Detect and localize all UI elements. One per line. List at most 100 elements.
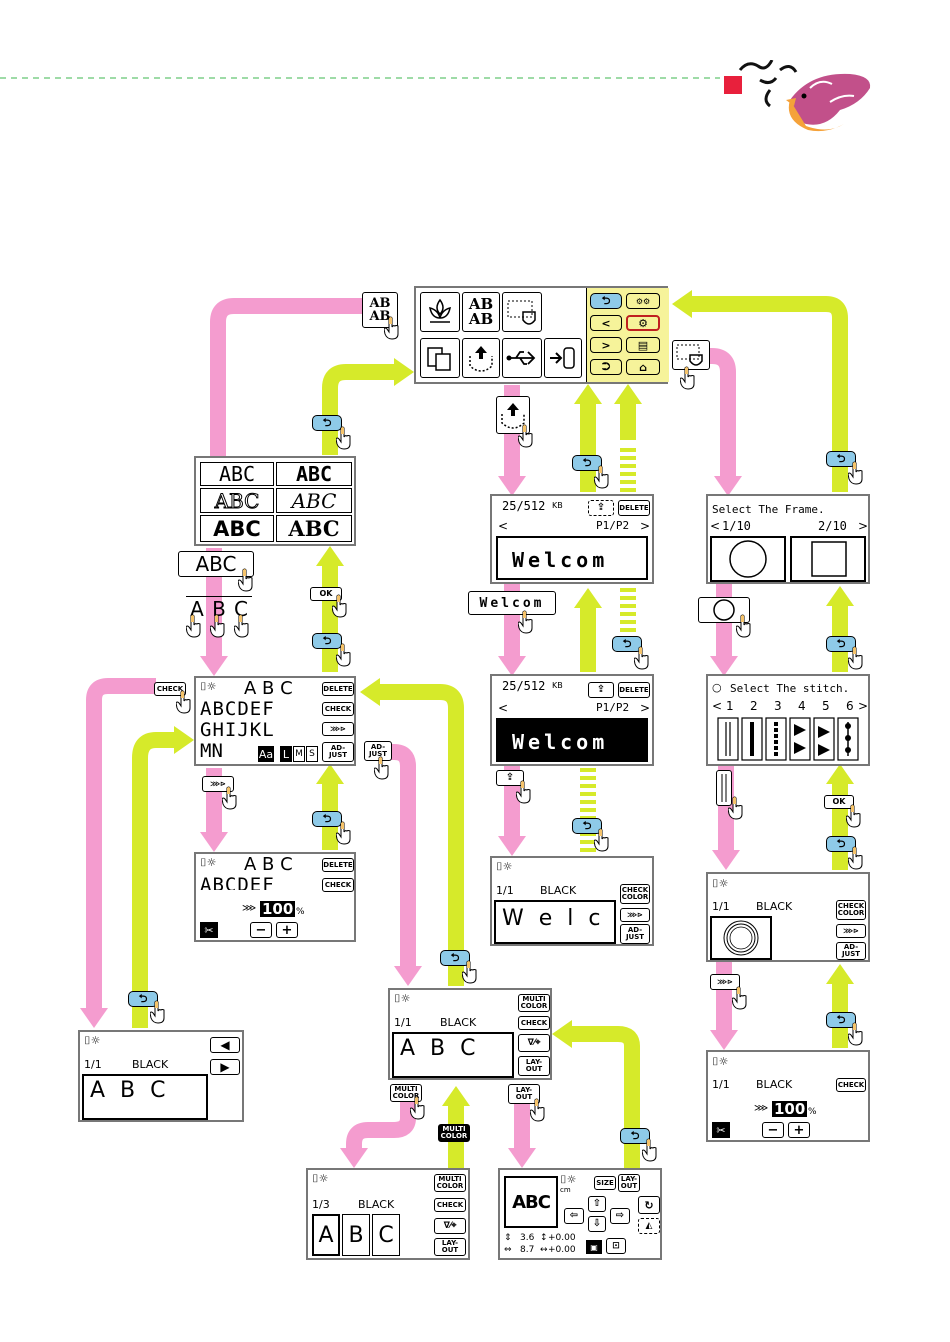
center-icon[interactable]: ⊡ (606, 1238, 626, 1254)
minus-button[interactable]: − (762, 1122, 784, 1138)
case-key[interactable]: Aa (258, 746, 274, 762)
check-color-button[interactable]: CHECK COLOR (620, 884, 650, 904)
previous-page-icon[interactable]: < (590, 315, 622, 331)
adjust-button[interactable]: AD- JUST (836, 942, 866, 960)
machine-settings-icon[interactable]: ⚙ (626, 315, 660, 331)
stitch-key[interactable] (716, 770, 732, 806)
mirror-icon[interactable]: ∇⁄⌖ (434, 1218, 466, 1234)
delete-button[interactable]: DELETE (618, 500, 650, 516)
bobbin-select-icon[interactable] (420, 338, 460, 378)
back-key-entry[interactable]: ⮌ (312, 633, 342, 649)
ok-button-frame[interactable]: OK (824, 795, 854, 809)
font-sample-3[interactable]: ABC (200, 488, 274, 513)
keyboard-row-1[interactable]: ABCDEF (200, 698, 275, 720)
back-key-frame[interactable]: ⮌ (826, 451, 856, 467)
memory-recall-icon[interactable]: ⇪ (588, 682, 614, 698)
usb-icon[interactable] (502, 338, 542, 378)
ok-button[interactable]: OK (310, 587, 342, 601)
adjust-button[interactable]: AD- JUST (322, 742, 354, 762)
frame-pattern-icon[interactable] (502, 292, 542, 332)
density-key[interactable]: ⋙⊳ (202, 776, 234, 792)
adjust-key-label[interactable]: AD- JUST (364, 741, 392, 761)
font-sample-6[interactable]: ABC (276, 515, 352, 542)
letter-cell-a[interactable]: A (312, 1214, 340, 1256)
density-key-frame[interactable]: ⋙⊳ (710, 974, 740, 990)
back-key-left-edit[interactable]: ⮌ (128, 991, 158, 1007)
help-icon[interactable]: ▤ (626, 337, 660, 353)
letter-c[interactable]: C (234, 597, 248, 621)
thread-density-icon[interactable]: ⋙⊳ (620, 908, 650, 922)
back-key-frame-density[interactable]: ⮌ (826, 1012, 856, 1028)
next-page-icon[interactable]: > (858, 699, 869, 713)
back-key-memory-edit[interactable]: ⮌ (572, 818, 602, 834)
circle-frame-option[interactable] (710, 536, 786, 582)
mirror-icon[interactable]: ◭ (638, 1218, 660, 1234)
multi-color-key-active[interactable]: MULTI COLOR (438, 1124, 470, 1142)
font-sample-4[interactable]: ABC (276, 488, 352, 513)
frame-size-icon[interactable]: ▣ (586, 1240, 602, 1254)
layout-button[interactable]: LAY- OUT (518, 1056, 550, 1076)
previous-page-icon[interactable]: < (498, 701, 509, 715)
font-sample-2[interactable]: ABC (276, 462, 352, 486)
delete-button[interactable]: DELETE (618, 682, 650, 698)
mirror-icon[interactable]: ∇⁄⌖ (518, 1034, 550, 1052)
layout-key-label[interactable]: LAY- OUT (508, 1084, 540, 1104)
size-button[interactable]: SIZE (594, 1176, 616, 1190)
next-icon[interactable]: ▶ (210, 1059, 240, 1075)
check-button[interactable]: CHECK (322, 878, 354, 892)
chosen-font-key[interactable]: ABC (178, 551, 254, 577)
memory-recall-key[interactable]: ⇪ (496, 770, 524, 786)
multi-color-key-label[interactable]: MULTI COLOR (390, 1084, 422, 1102)
memory-recall-icon[interactable]: ⮊ (590, 359, 622, 375)
scissors-icon[interactable]: ✂ (712, 1122, 730, 1138)
plus-button[interactable]: + (276, 922, 298, 938)
check-button[interactable]: CHECK (322, 702, 354, 716)
check-button[interactable]: CHECK (518, 1016, 550, 1030)
next-page-icon[interactable]: > (590, 337, 622, 353)
thread-density-icon[interactable]: ⋙⊳ (322, 722, 354, 736)
letter-cell-c[interactable]: C (372, 1214, 400, 1256)
keyboard-row-3[interactable]: MN (200, 740, 223, 762)
size-l-key[interactable]: L (280, 746, 292, 762)
back-key-center-edit[interactable]: ⮌ (440, 950, 470, 966)
font-sample-5[interactable]: ABC (200, 515, 274, 542)
move-left-icon[interactable]: ⇦ (564, 1208, 584, 1224)
check-button[interactable]: CHECK (434, 1198, 466, 1212)
stitch-options[interactable] (716, 716, 866, 762)
memory-pocket-icon[interactable] (462, 338, 500, 378)
adjust-button[interactable]: AD- JUST (620, 924, 650, 944)
frame-pattern-key[interactable] (672, 340, 710, 370)
letter-cell-b[interactable]: B (342, 1214, 370, 1256)
square-frame-option[interactable] (790, 536, 866, 582)
keyboard-row-2[interactable]: GHIJKL (200, 719, 275, 741)
check-button[interactable]: CHECK (836, 1078, 866, 1092)
back-key-stitch[interactable]: ⮌ (826, 636, 856, 652)
size-m-key[interactable]: M (293, 746, 305, 762)
return-to-sewing-icon[interactable] (544, 338, 582, 378)
previous-page-icon[interactable]: < (498, 519, 509, 533)
size-s-key[interactable]: S (306, 746, 318, 762)
pattern-preview-selected[interactable]: Welcom (496, 718, 648, 762)
delete-button[interactable]: DELETE (322, 858, 354, 872)
back-key-font[interactable]: ⮌ (312, 415, 342, 431)
rotate-icon[interactable]: ↻ (638, 1196, 660, 1214)
back-key-memory-1[interactable]: ⮌ (572, 455, 602, 471)
thread-density-icon[interactable]: ⋙⊳ (836, 924, 866, 938)
multi-color-button[interactable]: MULTI COLOR (518, 994, 550, 1012)
back-key[interactable]: ⮌ (590, 293, 622, 309)
next-page-icon[interactable]: > (858, 519, 869, 533)
embroidery-settings-icon[interactable]: ⚙⚙ (626, 293, 660, 309)
move-right-icon[interactable]: ⇨ (610, 1208, 630, 1224)
check-key-label[interactable]: CHECK (154, 682, 186, 696)
next-page-icon[interactable]: > (640, 519, 651, 533)
check-color-button[interactable]: CHECK COLOR (836, 900, 866, 920)
back-key-frame-edit[interactable]: ⮌ (826, 836, 856, 852)
back-key-density[interactable]: ⮌ (312, 811, 342, 827)
memory-pocket-icon[interactable]: ⇪ (588, 500, 614, 516)
pattern-preview[interactable]: Welcom (496, 536, 648, 580)
multi-color-button[interactable]: MULTI COLOR (434, 1174, 466, 1192)
layout-button[interactable]: LAY- OUT (618, 1174, 640, 1192)
font-sample-1[interactable]: ABC (200, 462, 274, 486)
minus-button[interactable]: − (250, 922, 272, 938)
